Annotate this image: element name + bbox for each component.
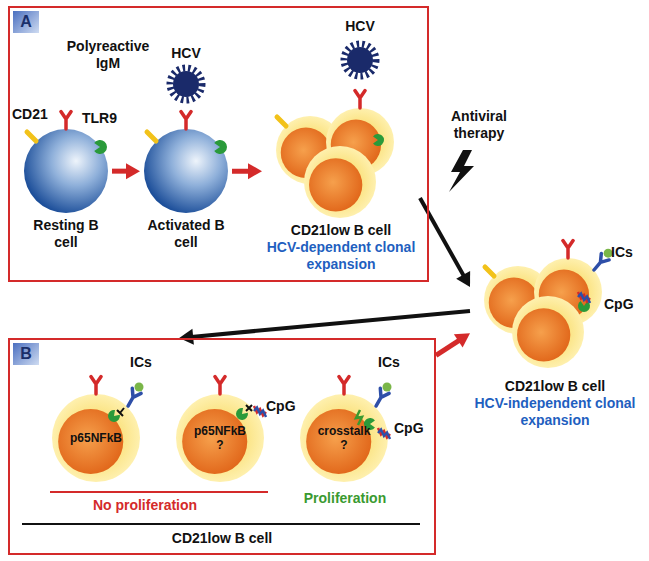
arrow (232, 163, 262, 179)
panel-caption: CD21low B cell (10, 530, 434, 547)
cell-label: p65NFkB (70, 431, 122, 445)
cell-label: CD21low B cell (470, 378, 640, 395)
cell-label: CD21low B cell (262, 222, 420, 239)
b-cell: Activated B cell (140, 125, 232, 255)
annotation-label: HCV (169, 45, 203, 62)
lightning-bolt (449, 150, 474, 192)
b-cell-cluster: CD21low B cellHCV-independent clonal exp… (470, 250, 640, 435)
annotation-label: ICs (130, 354, 160, 371)
annotation-label: ICs (378, 354, 408, 371)
cell-label: crosstalk (318, 424, 371, 438)
cell-label: Resting B cell (20, 217, 112, 251)
divider-line (22, 523, 420, 525)
annotation-label: ICs (611, 244, 645, 261)
cell-label: HCV-independent clonal expansion (470, 395, 640, 429)
b-cell: crosstalk? (298, 392, 390, 484)
cell-label: HCV-dependent clonal expansion (262, 239, 420, 273)
annotation-label: TLR9 (82, 110, 122, 127)
annotation-label: CpG (266, 398, 300, 415)
b-cell: Resting B cell (20, 125, 112, 255)
b-cell: p65NFkB (50, 392, 142, 484)
cell-label: ? (216, 438, 223, 452)
annotation-label: CD21 (12, 106, 52, 123)
b-cell-cluster: CD21low B cellHCV-dependent clonal expan… (262, 100, 420, 278)
annotation-label: No proliferation (55, 497, 235, 514)
arrow (112, 163, 140, 179)
annotation-label: HCV (343, 18, 377, 35)
annotation-label: Proliferation (290, 490, 400, 507)
annotation-label: CpG (604, 296, 644, 313)
panel-letter: B (13, 343, 39, 365)
hcv-virion (170, 68, 202, 100)
cell-label: Activated B cell (140, 217, 232, 251)
b-cell: p65NFkB? (174, 392, 266, 484)
annotation-label: CpG (394, 420, 432, 437)
panel-letter: A (13, 11, 39, 33)
panel-frame: BCD21low B cellp65NFkBp65NFkB?crosstalk? (8, 338, 436, 555)
cell-label: ? (340, 438, 347, 452)
cell-label: p65NFkB (194, 424, 246, 438)
annotation-label: Antiviral therapy (432, 108, 526, 142)
hcv-virion (344, 44, 376, 76)
arrow (436, 333, 470, 355)
annotation-label: Polyreactive IgM (58, 38, 158, 72)
divider-line (50, 491, 268, 493)
